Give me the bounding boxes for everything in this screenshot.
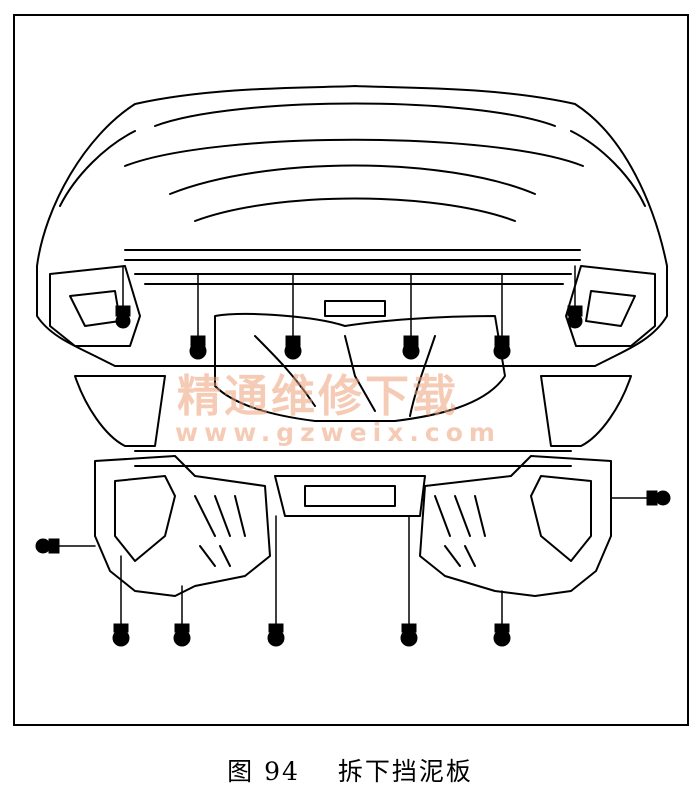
bumper-upper-curve	[154, 102, 556, 127]
bolt-icon-upper-center-right	[402, 335, 420, 360]
figure-caption: 图 94 拆下挡泥板	[0, 752, 700, 788]
left-bracket	[49, 265, 141, 347]
bolt-icon-upper-left-outer	[115, 305, 131, 329]
center-under-cover	[274, 475, 426, 517]
bumper-right-edge	[570, 130, 646, 207]
front-crossbar	[124, 249, 581, 261]
left-shield-ribs	[194, 495, 246, 567]
engine-outline	[214, 313, 506, 422]
right-wheel-well	[540, 375, 632, 447]
engine-detail-2	[344, 335, 376, 412]
bumper-intake-top	[169, 164, 536, 195]
right-shield-ribs	[434, 495, 486, 567]
engine-detail-1	[254, 335, 316, 407]
right-bracket	[565, 265, 656, 347]
right-bracket-inner	[585, 290, 636, 327]
bolt-icon-right-side	[646, 490, 671, 506]
bumper-outline	[36, 85, 668, 367]
bolt-leader-lines	[54, 265, 652, 632]
engine-detail-3	[409, 335, 436, 417]
bolt-icon-upper-center-left	[284, 335, 302, 360]
bumper-inner-curve	[124, 138, 584, 167]
right-shield-inner	[530, 475, 592, 562]
frame-top	[134, 273, 572, 285]
bolt-icon-lower-4	[400, 623, 418, 647]
left-bracket-inner	[69, 290, 121, 327]
lower-crossbar	[134, 450, 572, 467]
figure-frame: 精通维修下载 www.gzweix.com	[13, 14, 689, 726]
bolt-icon-upper-right-outer	[567, 305, 583, 329]
bolt-icon-lower-1	[112, 623, 130, 647]
figure-title: 拆下挡泥板	[337, 757, 473, 786]
bumper-left-edge	[59, 130, 136, 207]
center-cover-detail	[304, 485, 396, 507]
bumper-intake-bottom	[194, 197, 516, 222]
left-wheel-well	[74, 375, 166, 447]
splash-shield-removal-diagram	[35, 85, 671, 647]
left-shield-inner	[114, 475, 176, 562]
bolt-icon-left-side	[35, 538, 60, 554]
bolt-icon-upper-left-inner	[189, 335, 207, 360]
center-mount	[324, 300, 386, 317]
bolt-icon-lower-3	[267, 623, 285, 647]
bolt-icon-upper-right-inner	[493, 335, 511, 360]
right-splash-shield	[419, 455, 612, 597]
bolt-icon-lower-5	[493, 623, 511, 647]
left-splash-shield	[94, 455, 271, 597]
bolt-icon-lower-2	[173, 623, 191, 647]
figure-label: 图 94	[227, 757, 300, 786]
